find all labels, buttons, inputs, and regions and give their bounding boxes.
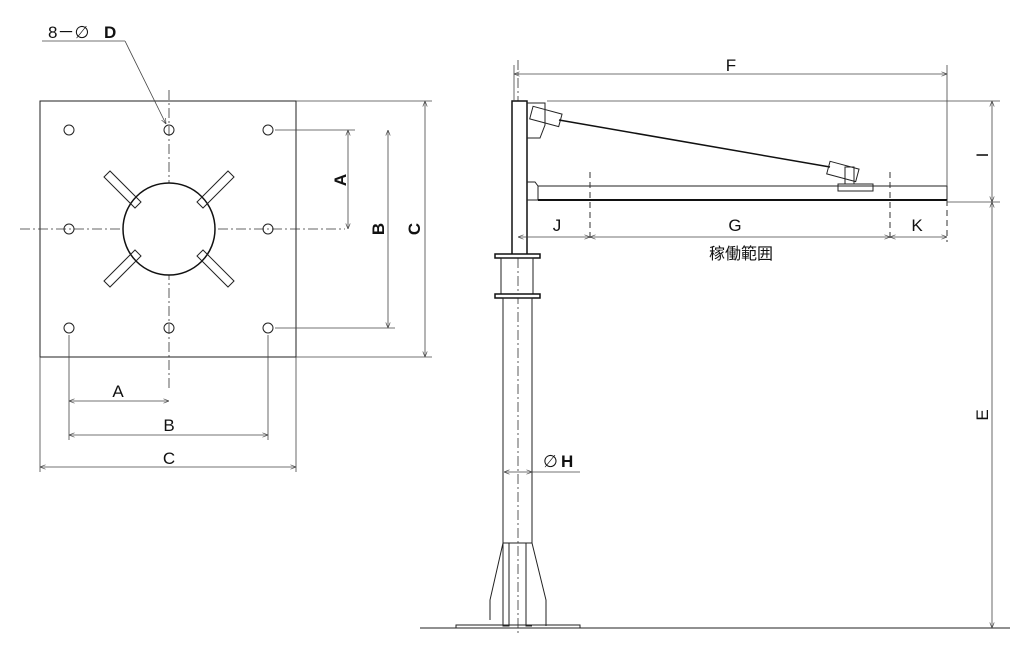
tie-rod-end-right — [826, 160, 860, 183]
base-plate — [455, 624, 581, 629]
slewing-flange-bottom — [494, 293, 541, 299]
dim-g-label: G — [728, 216, 741, 235]
hole-callout-letter: D — [104, 23, 116, 42]
tie-rod-bracket — [527, 102, 546, 139]
upper-column — [511, 100, 528, 256]
pipe-diameter-letter: H — [561, 452, 573, 471]
gusset-right — [525, 542, 547, 627]
gusset-left — [489, 542, 510, 627]
dim-j-label: J — [553, 216, 562, 235]
pipe-diameter-symbol: ∅ — [543, 452, 558, 471]
jib-beam — [537, 185, 948, 201]
slewing-flange-top — [494, 253, 541, 259]
hole-callout-leader — [124, 40, 166, 124]
bolt-holes — [63, 124, 274, 334]
tie-rod-end-left — [529, 105, 563, 128]
gusset-ribs — [103, 170, 235, 288]
dim-i-label: I — [973, 153, 992, 158]
dim-a-right-label: A — [331, 174, 350, 186]
main-pipe — [502, 297, 533, 544]
dim-k-label: K — [911, 216, 923, 235]
hole-callout-count: 8－∅ — [48, 23, 89, 42]
dim-f-label: F — [726, 56, 736, 75]
slewing-housing — [500, 257, 534, 295]
base-plate-plan-view: 8－∅ D A B C A B C — [20, 23, 432, 472]
pipe-socket-circle — [122, 182, 216, 276]
dim-b-right-label: B — [369, 223, 388, 235]
dim-e-label: E — [973, 409, 992, 420]
dim-c-right-label: C — [405, 223, 424, 235]
dim-c-bottom-label: C — [163, 449, 175, 468]
dim-a-bottom-label: A — [112, 382, 124, 401]
dim-b-bottom-label: B — [163, 416, 174, 435]
tie-rod — [558, 119, 831, 168]
jib-crane-side-view: F J G K 稼働範囲 I E ∅ H — [420, 56, 1010, 635]
tie-rod-clamp — [837, 183, 874, 192]
working-range-label: 稼働範囲 — [709, 244, 773, 263]
